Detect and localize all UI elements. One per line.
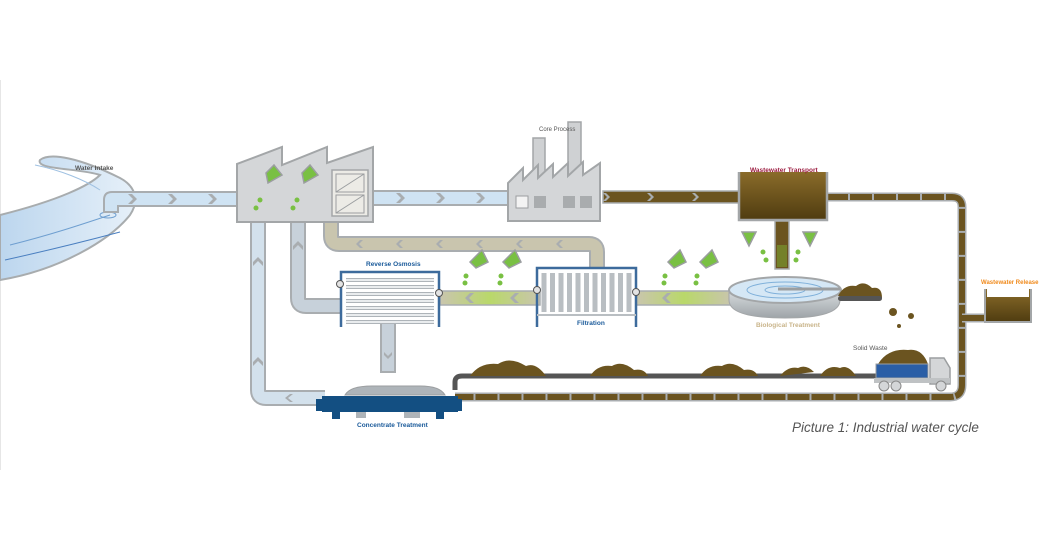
chemical-dosing [462, 248, 720, 286]
chemical-flask-icon [462, 248, 490, 286]
concentrate-treatment-unit [316, 385, 462, 419]
flow-arrows [128, 194, 217, 204]
intake-pipe [103, 191, 241, 213]
label-solid-waste: Solid Waste [853, 345, 888, 352]
label-core-process: Core Process [539, 127, 575, 133]
chemical-flask-icon [740, 231, 769, 263]
gauge-icon [336, 280, 344, 288]
sludge-conveyor-bottom [452, 360, 880, 390]
wastewater-pipe-top [602, 190, 744, 204]
wastewater-release-tank [984, 289, 1032, 323]
figure-caption: Picture 1: Industrial water cycle [792, 420, 979, 435]
label-filtration: Filtration [577, 320, 605, 327]
process-water-pipe [371, 190, 513, 206]
solid-waste-truck [874, 349, 951, 392]
chemical-flask-icon [693, 248, 720, 286]
biological-treatment-basin [728, 276, 842, 319]
label-concentrate-treatment: Concentrate Treatment [357, 422, 429, 429]
label-wastewater-release: Wastewater Release [981, 280, 1039, 286]
chemical-flask-icon [497, 248, 523, 286]
sludge-conveyor-top [838, 283, 914, 328]
reverse-osmosis-unit [336, 270, 443, 327]
gauge-icon [533, 286, 541, 294]
river [0, 155, 137, 282]
label-water-intake: Water Intake [75, 165, 114, 172]
label-reverse-osmosis: Reverse Osmosis [366, 261, 421, 268]
gauge-icon [435, 289, 443, 297]
chemical-flask-icon [290, 163, 320, 211]
label-biological-treatment: Biological Treatment [756, 322, 821, 329]
recycle-pipe [323, 222, 605, 268]
chemical-flask-icon [661, 248, 688, 286]
chemical-flask-icon [253, 163, 284, 211]
filtration-unit [533, 266, 640, 327]
wastewater-return-pipe [455, 192, 985, 402]
pre-treatment-plant [236, 145, 374, 223]
wastewater-transport-tank [737, 172, 829, 270]
label-wastewater-transport: Wastewater Transport [750, 167, 819, 174]
plant-return-pipes [250, 222, 396, 406]
chemical-flask-icon [793, 231, 819, 263]
core-process-factory [507, 121, 601, 222]
gauge-icon [632, 288, 640, 296]
